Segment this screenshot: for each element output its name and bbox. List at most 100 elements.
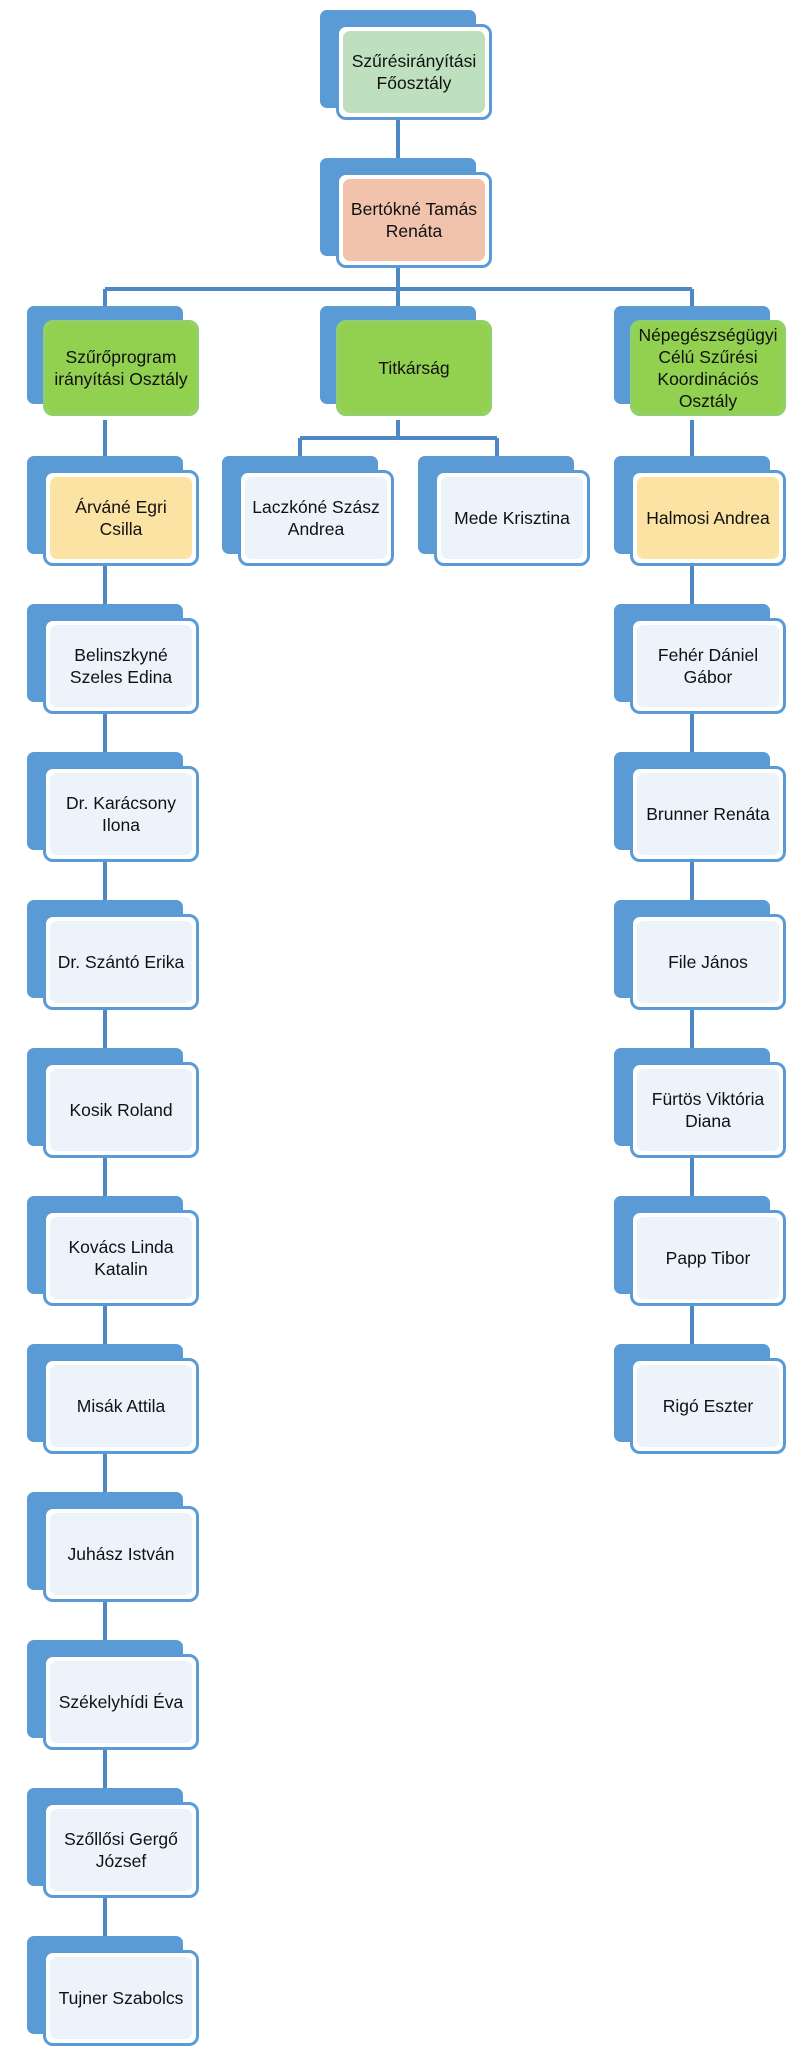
node-member: File János bbox=[614, 900, 790, 1010]
box-label: Papp Tibor bbox=[665, 1248, 751, 1268]
node-member: Mede Krisztina bbox=[418, 456, 594, 566]
node-member: Székelyhídi Éva bbox=[27, 1640, 203, 1750]
node-member: Kovács Linda Katalin bbox=[27, 1196, 203, 1306]
box-label: Rigó Eszter bbox=[662, 1396, 754, 1416]
box-fill bbox=[50, 1957, 192, 2039]
box-frame: Juhász István bbox=[43, 1506, 199, 1602]
box-label: Tujner Szabolcs bbox=[58, 1988, 184, 2008]
box-label: Titkárság bbox=[378, 358, 450, 378]
box-fill bbox=[50, 1809, 192, 1891]
box-fill bbox=[50, 921, 192, 1003]
box-frame: Brunner Renáta bbox=[630, 766, 786, 862]
box-fill bbox=[441, 477, 583, 559]
box-frame: Titkárság bbox=[336, 320, 492, 416]
box-label: Árváné Egri Csilla bbox=[75, 497, 167, 539]
box-fill bbox=[637, 625, 779, 707]
box-fill bbox=[50, 625, 192, 707]
box-label: Brunner Renáta bbox=[646, 804, 770, 824]
box-frame: Belinszkyné Szeles Edina bbox=[43, 618, 199, 714]
box-frame: Bertókné Tamás Renáta bbox=[336, 172, 492, 268]
box-fill bbox=[343, 31, 485, 113]
box-label: Fehér Dániel Gábor bbox=[657, 645, 759, 687]
node-member: Szőllősi Gergő József bbox=[27, 1788, 203, 1898]
box-fill bbox=[637, 921, 779, 1003]
box-frame: Mede Krisztina bbox=[434, 470, 590, 566]
box-fill bbox=[50, 773, 192, 855]
box-fill bbox=[50, 1069, 192, 1151]
node-department-0: Szűrőprogram irányítási Osztály bbox=[27, 306, 203, 416]
box-label: Kosik Roland bbox=[69, 1100, 173, 1120]
node-member: Laczkóné Szász Andrea bbox=[222, 456, 398, 566]
box-fill bbox=[637, 1217, 779, 1299]
box-label: Kovács Linda Katalin bbox=[68, 1237, 174, 1279]
box-fill bbox=[633, 323, 783, 413]
box-frame: Fürtös Viktória Diana bbox=[630, 1062, 786, 1158]
box-frame: Szűrésirányítási Főosztály bbox=[336, 24, 492, 120]
box-fill bbox=[50, 1513, 192, 1595]
node-root: Szűrésirányítási Főosztály bbox=[320, 10, 496, 120]
box-frame: Szőllősi Gergő József bbox=[43, 1802, 199, 1898]
node-member: Juhász István bbox=[27, 1492, 203, 1602]
box-frame: Tujner Szabolcs bbox=[43, 1950, 199, 2046]
box-label: Dr. Karácsony Ilona bbox=[66, 793, 176, 835]
node-member: Kosik Roland bbox=[27, 1048, 203, 1158]
box-label: Bertókné Tamás Renáta bbox=[350, 199, 478, 241]
box-label: Székelyhídi Éva bbox=[58, 1692, 184, 1712]
node-leader-0: Árváné Egri Csilla bbox=[27, 456, 203, 566]
node-member: Rigó Eszter bbox=[614, 1344, 790, 1454]
box-fill bbox=[637, 1069, 779, 1151]
box-frame: Halmosi Andrea bbox=[630, 470, 786, 566]
box-label: File János bbox=[668, 952, 748, 972]
box-fill bbox=[637, 477, 779, 559]
box-label: Szőllősi Gergő József bbox=[64, 1829, 178, 1871]
node-department-2: Népegészségügyi Célú Szűrési Koordináció… bbox=[614, 306, 790, 416]
node-member: Brunner Renáta bbox=[614, 752, 790, 862]
box-fill bbox=[637, 1365, 779, 1447]
box-fill bbox=[50, 477, 192, 559]
node-department-1: Titkárság bbox=[320, 306, 496, 416]
box-frame: Misák Attila bbox=[43, 1358, 199, 1454]
box-fill bbox=[50, 1661, 192, 1743]
box-frame: Papp Tibor bbox=[630, 1210, 786, 1306]
box-frame: Árváné Egri Csilla bbox=[43, 470, 199, 566]
box-frame: Fehér Dániel Gábor bbox=[630, 618, 786, 714]
box-frame: Dr. Szántó Erika bbox=[43, 914, 199, 1010]
box-frame: Szűrőprogram irányítási Osztály bbox=[43, 320, 199, 416]
box-frame: Kosik Roland bbox=[43, 1062, 199, 1158]
box-label: Laczkóné Szász Andrea bbox=[252, 497, 380, 539]
box-label: Belinszkyné Szeles Edina bbox=[69, 645, 173, 687]
box-frame: Laczkóné Szász Andrea bbox=[238, 470, 394, 566]
box-fill bbox=[50, 1365, 192, 1447]
box-fill bbox=[46, 323, 196, 413]
box-label: Juhász István bbox=[67, 1544, 175, 1564]
box-fill bbox=[245, 477, 387, 559]
box-frame: Kovács Linda Katalin bbox=[43, 1210, 199, 1306]
box-label: Népegészségügyi Célú Szűrési Koordináció… bbox=[638, 325, 778, 411]
node-member: Tujner Szabolcs bbox=[27, 1936, 203, 2046]
box-fill bbox=[343, 179, 485, 261]
box-label: Fürtös Viktória Diana bbox=[651, 1089, 765, 1131]
node-member: Fehér Dániel Gábor bbox=[614, 604, 790, 714]
box-fill bbox=[50, 1217, 192, 1299]
node-head: Bertókné Tamás Renáta bbox=[320, 158, 496, 268]
box-label: Dr. Szántó Erika bbox=[57, 952, 185, 972]
node-member: Papp Tibor bbox=[614, 1196, 790, 1306]
box-frame: Rigó Eszter bbox=[630, 1358, 786, 1454]
box-frame: Népegészségügyi Célú Szűrési Koordináció… bbox=[630, 320, 786, 416]
node-leader-2: Halmosi Andrea bbox=[614, 456, 790, 566]
node-member: Fürtös Viktória Diana bbox=[614, 1048, 790, 1158]
node-member: Misák Attila bbox=[27, 1344, 203, 1454]
box-label: Szűrőprogram irányítási Osztály bbox=[54, 347, 188, 389]
box-label: Szűrésirányítási Főosztály bbox=[351, 51, 477, 93]
box-fill bbox=[637, 773, 779, 855]
box-fill bbox=[339, 323, 489, 413]
node-member: Belinszkyné Szeles Edina bbox=[27, 604, 203, 714]
box-frame: Dr. Karácsony Ilona bbox=[43, 766, 199, 862]
box-label: Misák Attila bbox=[76, 1396, 166, 1416]
node-member: Dr. Karácsony Ilona bbox=[27, 752, 203, 862]
box-frame: File János bbox=[630, 914, 786, 1010]
box-frame: Székelyhídi Éva bbox=[43, 1654, 199, 1750]
box-label: Halmosi Andrea bbox=[646, 508, 770, 528]
node-member: Dr. Szántó Erika bbox=[27, 900, 203, 1010]
